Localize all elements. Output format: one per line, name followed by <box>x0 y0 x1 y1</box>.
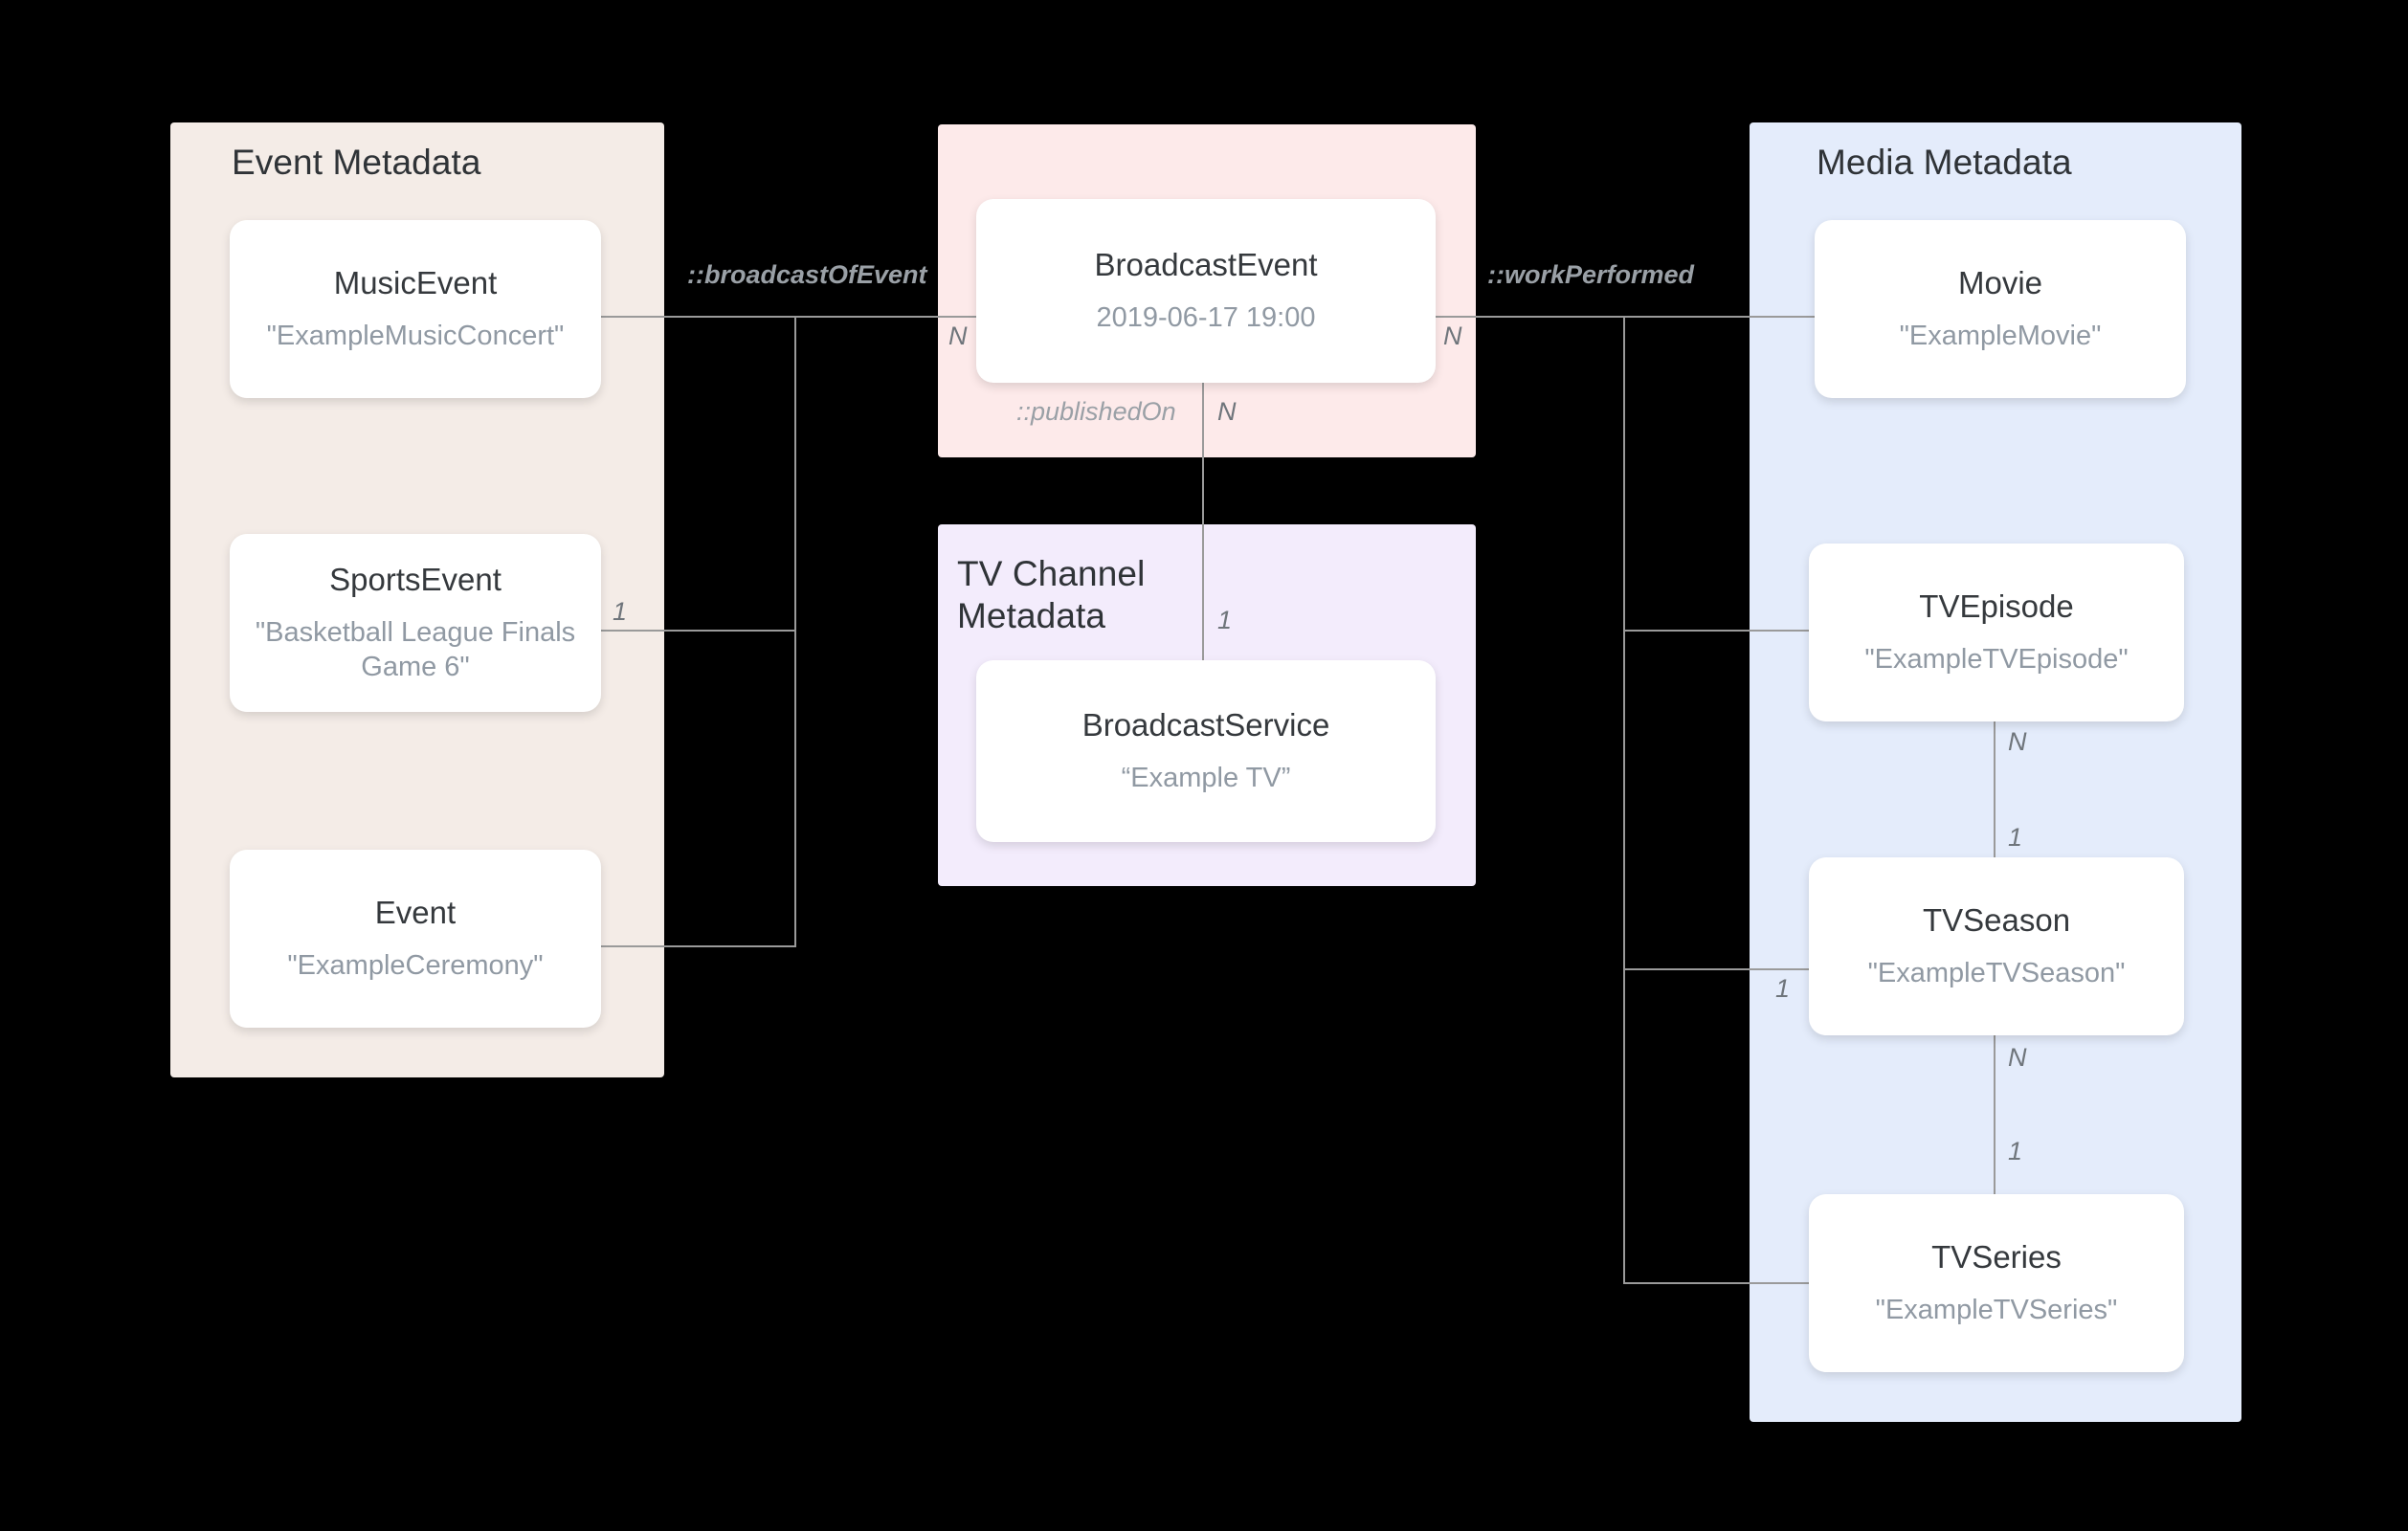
edge-tv-season-to-tv-series <box>1994 1035 1996 1217</box>
edge-right-trunk-to-tv-series <box>1623 1282 1815 1284</box>
node-tv-season[interactable]: TVSeason "ExampleTVSeason" <box>1809 857 2184 1035</box>
cardinality-broadcast-event-right: N <box>1443 322 1462 350</box>
cardinality-broadcast-event-bottom: N <box>1217 397 1237 426</box>
cardinality-tv-episode-bottom: N <box>2008 727 2027 756</box>
edge-trunk-to-broadcast-event <box>794 316 976 318</box>
node-broadcast-event-type: BroadcastEvent <box>1094 247 1318 283</box>
node-tv-season-value: "ExampleTVSeason" <box>1867 957 2126 988</box>
cardinality-tv-series-top: 1 <box>2008 1137 2023 1165</box>
node-tv-episode-value: "ExampleTVEpisode" <box>1864 643 2129 675</box>
edge-broadcast-event-to-broadcast-service <box>1202 383 1204 660</box>
edge-right-trunk <box>1623 316 1625 1284</box>
group-title-media-metadata: Media Metadata <box>1817 143 2072 182</box>
edge-right-trunk-to-tv-season <box>1623 968 1815 970</box>
relation-label-published-on: ::publishedOn <box>1016 397 1176 426</box>
node-event-value: "ExampleCeremony" <box>287 949 544 981</box>
group-title-event-metadata: Event Metadata <box>232 143 481 182</box>
node-tv-season-type: TVSeason <box>1922 902 2071 939</box>
node-event-type: Event <box>374 895 457 931</box>
node-music-event-value: "ExampleMusicConcert" <box>266 320 565 351</box>
node-movie-type: Movie <box>1957 265 2043 301</box>
node-broadcast-service[interactable]: BroadcastService “Example TV” <box>976 660 1436 842</box>
node-broadcast-event[interactable]: BroadcastEvent 2019-06-17 19:00 <box>976 199 1436 383</box>
cardinality-tv-season-left: 1 <box>1775 974 1791 1003</box>
edge-music-event-to-trunk <box>601 316 796 318</box>
node-tv-series-value: "ExampleTVSeries" <box>1875 1294 2118 1325</box>
node-music-event-type: MusicEvent <box>333 265 498 301</box>
edge-event-to-trunk <box>601 945 796 947</box>
node-music-event[interactable]: MusicEvent "ExampleMusicConcert" <box>230 220 601 398</box>
node-broadcast-event-value: 2019-06-17 19:00 <box>1096 301 1316 333</box>
relation-label-work-performed: ::workPerformed <box>1487 260 1695 289</box>
cardinality-sports-event-side: 1 <box>613 597 628 626</box>
node-sports-event-value: "Basketball League Finals Game 6" <box>255 616 576 682</box>
node-movie-value: "ExampleMovie" <box>1899 320 2102 351</box>
relation-label-broadcast-of-event: ::broadcastOfEvent <box>687 260 927 289</box>
cardinality-broadcast-service-top: 1 <box>1217 606 1233 634</box>
cardinality-tv-season-top: 1 <box>2008 823 2023 852</box>
edge-tv-episode-to-tv-season <box>1994 721 1996 903</box>
edge-sports-event-to-trunk <box>601 630 796 632</box>
node-event[interactable]: Event "ExampleCeremony" <box>230 850 601 1028</box>
node-tv-series-type: TVSeries <box>1931 1239 2062 1276</box>
node-movie[interactable]: Movie "ExampleMovie" <box>1815 220 2186 398</box>
node-broadcast-service-type: BroadcastService <box>1081 707 1330 743</box>
edge-right-trunk-to-movie <box>1623 316 1815 318</box>
cardinality-tv-season-bottom: N <box>2008 1043 2027 1072</box>
edge-right-trunk-to-tv-episode <box>1623 630 1815 632</box>
cardinality-broadcast-event-left: N <box>948 322 968 350</box>
node-sports-event-type: SportsEvent <box>329 562 502 598</box>
node-tv-series[interactable]: TVSeries "ExampleTVSeries" <box>1809 1194 2184 1372</box>
edge-left-trunk <box>794 316 796 947</box>
edge-broadcast-event-to-right-trunk <box>1436 316 1625 318</box>
node-tv-episode[interactable]: TVEpisode "ExampleTVEpisode" <box>1809 544 2184 721</box>
group-title-tv-channel: TV Channel Metadata <box>957 554 1146 635</box>
node-broadcast-service-value: “Example TV” <box>1121 762 1291 793</box>
node-tv-episode-type: TVEpisode <box>1919 588 2074 625</box>
node-sports-event[interactable]: SportsEvent "Basketball League Finals Ga… <box>230 534 601 712</box>
